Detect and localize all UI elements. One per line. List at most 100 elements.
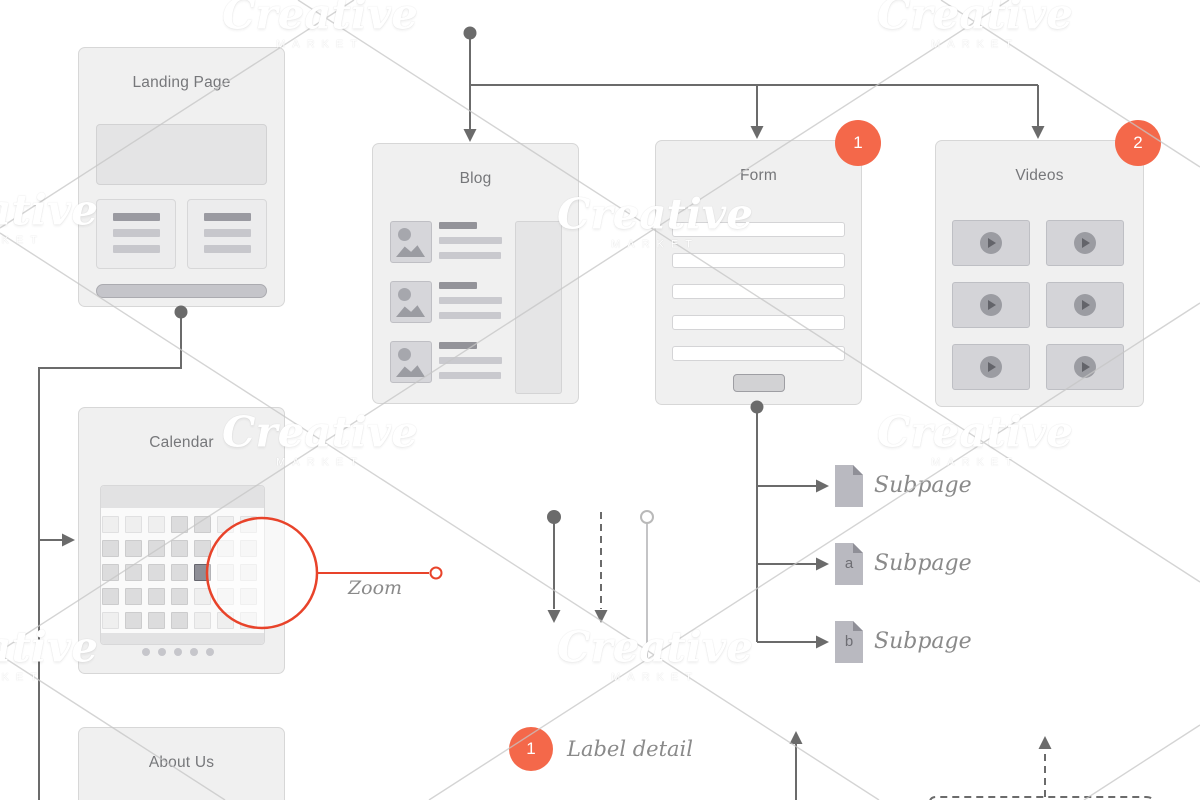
calendar-cell: [194, 612, 211, 629]
card-title: Blog: [459, 170, 492, 187]
arrowhead-down: [750, 126, 764, 139]
calendar-grid: [102, 516, 257, 629]
watermark-script-text: Creative: [222, 0, 418, 39]
image-thumbnail-placeholder: [390, 221, 432, 263]
calendar-cell: [148, 540, 165, 557]
calendar-cell: [217, 612, 234, 629]
number-badge-1: 1: [835, 120, 881, 166]
badge-number: 1: [853, 133, 863, 152]
subpage-document-icon-b: b: [835, 621, 863, 663]
calendar-cell: [125, 540, 142, 557]
arrowhead-down: [594, 610, 608, 623]
calendar-cell: [102, 564, 119, 581]
page-card-about: About Us: [78, 727, 285, 800]
calendar-cell: [148, 588, 165, 605]
form-input-placeholder: [672, 346, 845, 361]
calendar-cell: [240, 588, 257, 605]
subpage-document-icon-a: a: [835, 543, 863, 585]
play-icon: [1074, 294, 1096, 316]
text-lines-placeholder: [439, 281, 509, 321]
arrowhead-right: [62, 533, 75, 547]
button-bar-placeholder: [96, 284, 267, 298]
legend-open-circle: [640, 510, 654, 524]
form-input-placeholder: [672, 284, 845, 299]
label-detail-badge: 1: [509, 727, 553, 771]
calendar-cell: [125, 612, 142, 629]
watermark-script-text: Creative: [877, 407, 1073, 457]
video-thumbnail: [1046, 344, 1124, 390]
image-icon: [398, 228, 411, 241]
watermark-caps-text: MARKET: [931, 456, 1019, 469]
watermark-caps-text: MARKET: [931, 38, 1019, 51]
play-icon: [1074, 356, 1096, 378]
arrowhead-right: [816, 557, 829, 571]
subpage-label: Subpage: [874, 551, 972, 576]
doc-letter: a: [844, 555, 854, 572]
video-thumbnail: [1046, 282, 1124, 328]
blog-post-list: [390, 221, 509, 401]
card-title: About Us: [148, 754, 215, 771]
text-column-placeholder: [96, 199, 176, 269]
blog-post-row: [390, 341, 509, 383]
label-detail-text: Label detail: [567, 737, 693, 761]
calendar-cell-selected: [194, 564, 211, 581]
arrowhead-up: [1038, 736, 1052, 749]
watermark-script-text: Creative: [877, 0, 1073, 39]
image-thumbnail-placeholder: [390, 341, 432, 383]
calendar-cell: [194, 588, 211, 605]
carousel-dot: [190, 648, 198, 656]
image-icon: [398, 288, 411, 301]
calendar-cell: [217, 516, 234, 533]
carousel-dot: [174, 648, 182, 656]
calendar-cell: [171, 540, 188, 557]
connector-dot: [174, 305, 188, 319]
arrowhead-up: [789, 731, 803, 744]
form-submit-placeholder: [733, 374, 785, 392]
doc-letter: b: [844, 633, 854, 650]
calendar-cell: [217, 540, 234, 557]
badge-number: 2: [1133, 133, 1143, 152]
calendar-cell: [148, 516, 165, 533]
video-thumbnail: [1046, 220, 1124, 266]
legend-dot-start: [547, 510, 561, 524]
blog-sidebar-placeholder: [515, 221, 562, 394]
play-icon: [980, 294, 1002, 316]
connector-dot: [463, 26, 477, 40]
calendar-cell: [217, 564, 234, 581]
card-title: Form: [740, 167, 777, 184]
watermark-caps-text: MARKET: [611, 671, 699, 684]
carousel-dot: [206, 648, 214, 656]
play-icon: [1074, 232, 1096, 254]
image-icon: [396, 245, 425, 257]
calendar-footer-bar: [101, 633, 264, 644]
arrowhead-down: [1031, 126, 1045, 139]
arrowhead-right: [816, 635, 829, 649]
image-icon: [398, 348, 411, 361]
blog-post-row: [390, 281, 509, 323]
calendar-cell: [102, 588, 119, 605]
text-lines-placeholder: [439, 341, 509, 381]
arrowhead-down: [463, 129, 477, 142]
arrowhead-right: [816, 479, 829, 493]
badge-number: 1: [526, 739, 536, 758]
form-input-placeholder: [672, 315, 845, 330]
form-field-list: [672, 222, 845, 377]
calendar-cell: [102, 612, 119, 629]
image-icon: [396, 365, 425, 377]
text-column-placeholder: [187, 199, 267, 269]
form-input-placeholder: [672, 253, 845, 268]
calendar-cell: [217, 588, 234, 605]
subpage-label: Subpage: [874, 629, 972, 654]
calendar-cell: [125, 588, 142, 605]
carousel-dot: [142, 648, 150, 656]
video-thumbnail: [952, 220, 1030, 266]
calendar-cell: [171, 612, 188, 629]
calendar-cell: [240, 540, 257, 557]
calendar-cell: [240, 564, 257, 581]
card-title: Calendar: [149, 434, 214, 451]
calendar-cell: [148, 612, 165, 629]
image-icon: [396, 305, 425, 317]
